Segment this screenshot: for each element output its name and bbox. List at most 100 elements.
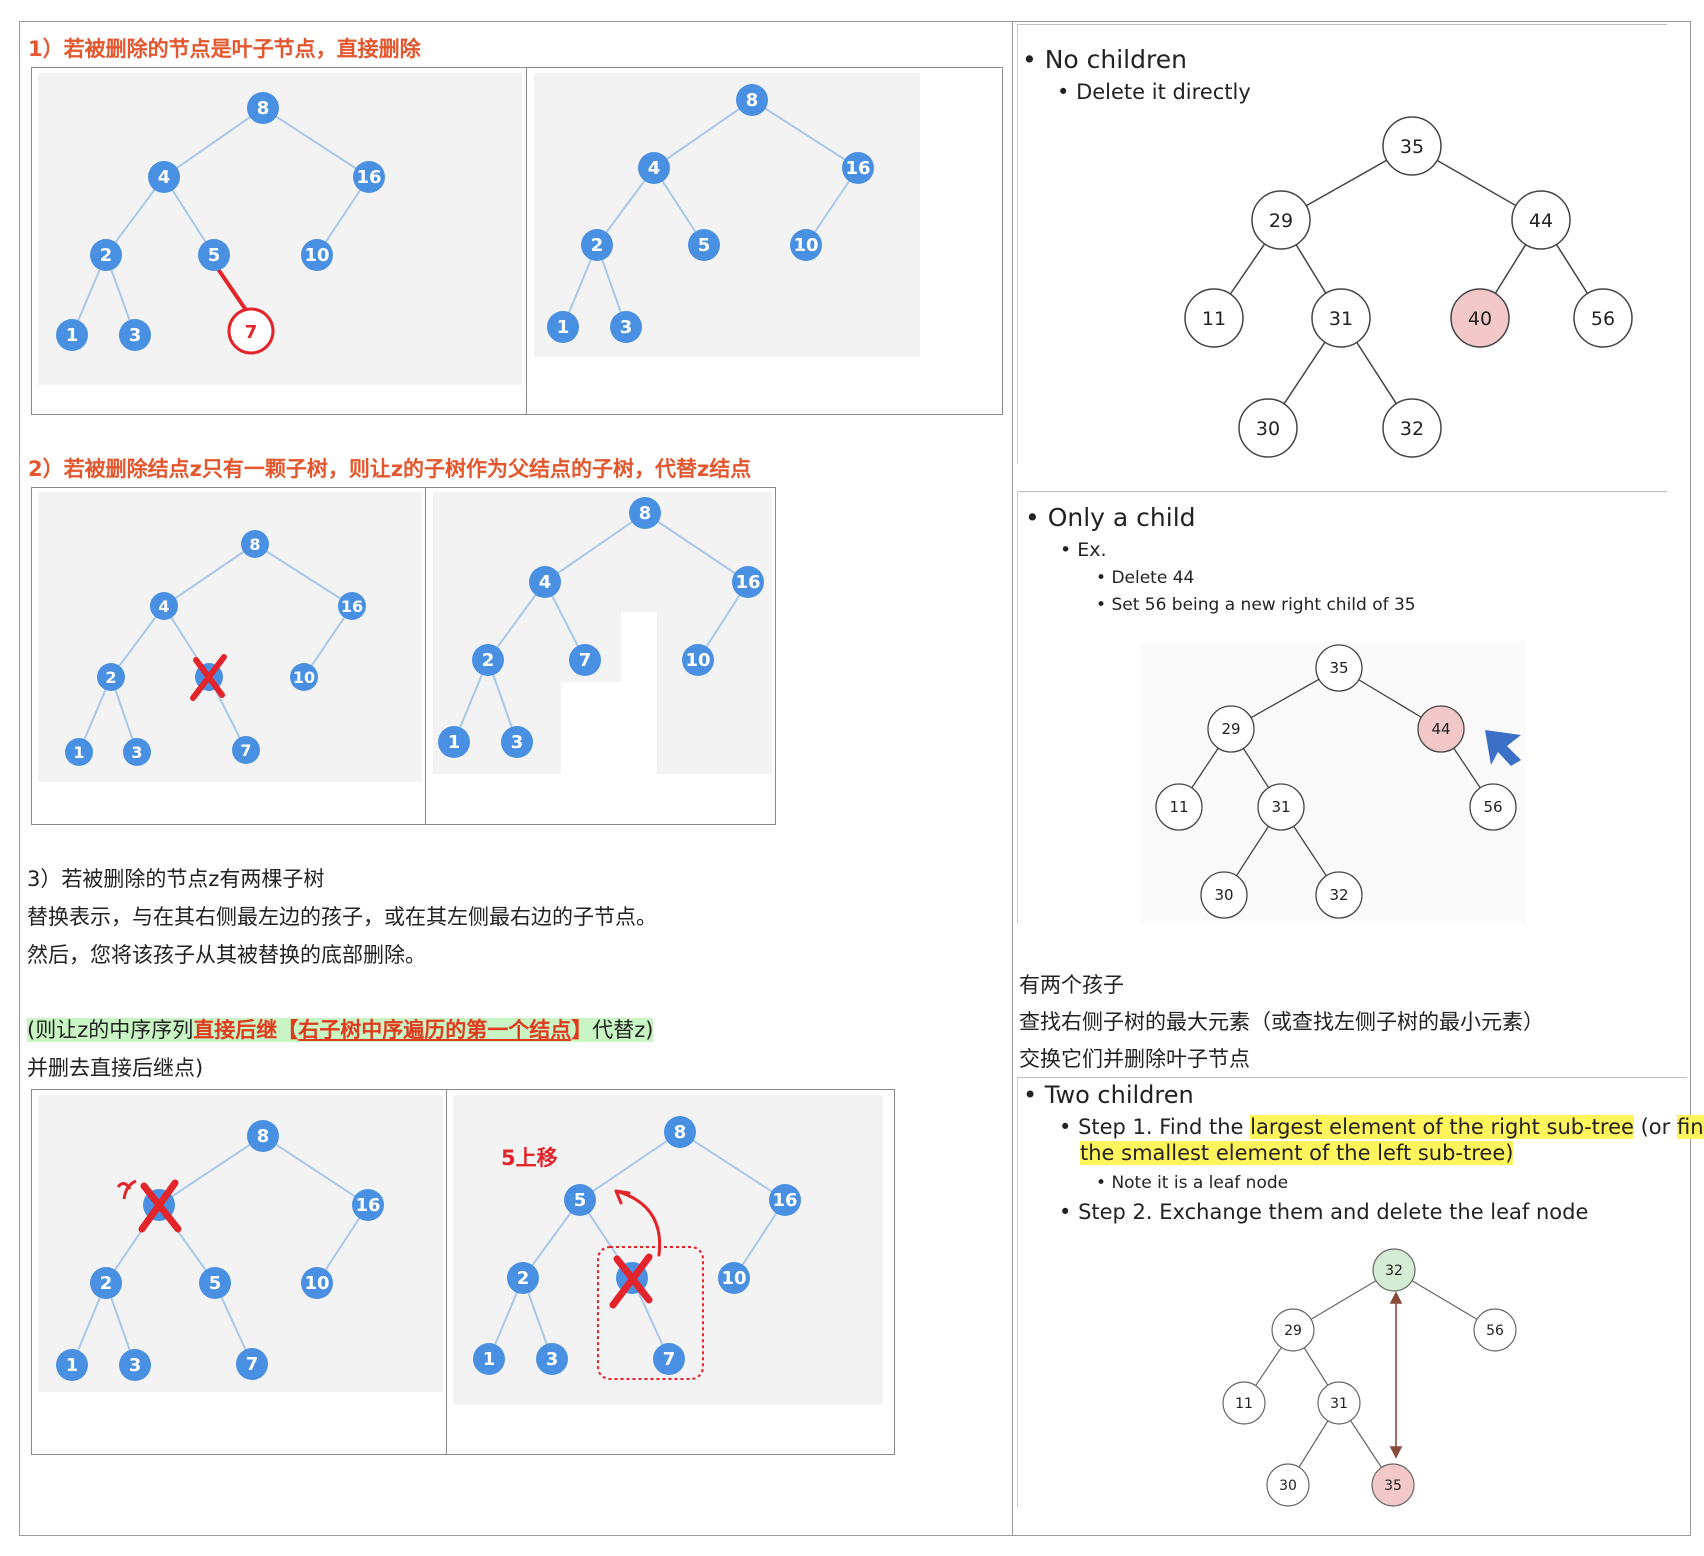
node-label: 2 (517, 1268, 530, 1289)
column-divider (1012, 21, 1013, 1535)
section1-heading: 1）若被删除的节点是叶子节点，直接删除 (28, 37, 421, 61)
node-label: 2 (482, 650, 495, 671)
node-label: 31 (1271, 798, 1290, 816)
node-label: 29 (1284, 1323, 1302, 1339)
node-label: 16 (845, 158, 870, 179)
node-8 (247, 92, 279, 124)
tree-node (338, 592, 366, 620)
node-label: 7 (579, 650, 592, 671)
tree-node (1184, 288, 1244, 348)
tree-2b-image: 8 4 16 2 7 10 1 3 (433, 492, 772, 774)
tree-node (688, 229, 720, 261)
tree-node (1315, 644, 1363, 692)
tree-node (241, 530, 269, 558)
tree-node (629, 497, 661, 529)
node-label: 7 (246, 1354, 259, 1375)
tree-3b-image: 5上移 8 5 16 2 10 1 3 7 (453, 1095, 883, 1405)
tree-edge (487, 581, 546, 661)
tree-3a-image: 8 16 2 5 10 1 3 7 (38, 1095, 443, 1392)
tree-edge (751, 99, 859, 169)
node-label: 44 (1529, 210, 1553, 232)
node-label: 3 (511, 732, 524, 753)
node-label: 10 (793, 235, 818, 256)
tree-node (1469, 783, 1517, 831)
node-label: 4 (648, 158, 661, 179)
tree-node (664, 1116, 696, 1148)
onechild-sub: • Ex. (1060, 539, 1107, 561)
node-label: 16 (355, 1195, 380, 1216)
tree-node (790, 229, 822, 261)
node-label: 1 (66, 1355, 79, 1376)
twochildren-bullet: • Two children (1023, 1081, 1194, 1109)
tree-node (581, 229, 613, 261)
tree-edge (254, 543, 353, 607)
tree-2b: 8 4 16 2 7 10 1 3 (438, 497, 764, 774)
pointer-arrow-icon (1485, 730, 1521, 766)
node-label: 2 (100, 1273, 113, 1294)
node-2 (90, 239, 122, 271)
node-label: 5 (209, 1273, 222, 1294)
node-label: 35 (1384, 1478, 1402, 1494)
tree-node (352, 1189, 384, 1221)
tree-edge (190, 654, 227, 701)
s3-line5: 并删去直接后继点) (27, 1056, 204, 1080)
tree-node (769, 1184, 801, 1216)
tree-edge (544, 512, 646, 583)
node-label: 40 (1468, 308, 1492, 330)
handwritten-4-mark (116, 1179, 137, 1200)
highlight-node-32 (1372, 1248, 1416, 1292)
node-5 (198, 239, 230, 271)
tree-edge (216, 267, 250, 315)
tree-node (65, 738, 93, 766)
step1-note: • Note it is a leaf node (1096, 1173, 1289, 1193)
node-label: 1 (483, 1349, 496, 1370)
node-label: 30 (1214, 886, 1233, 904)
s3-line4: (则让z的中序序列直接后继【右子树中序遍历的第一个结点】代替z) (27, 1014, 654, 1044)
node-label: 32 (1400, 418, 1424, 440)
deleted-node-7 (227, 307, 275, 355)
node-label: 4 (158, 597, 169, 616)
tree-node (1266, 1463, 1310, 1507)
tree-node (842, 152, 874, 184)
slide2-top-border (1017, 491, 1667, 492)
s3-line4-e: 代替z) (592, 1018, 654, 1042)
tree-node (236, 1348, 268, 1380)
node-label: 11 (1235, 1396, 1253, 1412)
node-label: 8 (746, 90, 759, 111)
node-label: 35 (1400, 136, 1424, 158)
slide1-left-border (1017, 24, 1018, 464)
node-label: 16 (772, 1190, 797, 1211)
node-label: 3 (129, 325, 142, 346)
node-label: 56 (1483, 798, 1502, 816)
node-label: 5 (574, 1190, 587, 1211)
node-label: 32 (1385, 1263, 1403, 1279)
node-label: 1 (66, 325, 79, 346)
section3-table (31, 1089, 895, 1455)
node-label: 11 (1202, 308, 1226, 330)
tree-node (1271, 1308, 1315, 1352)
tree-node (736, 84, 768, 116)
tree-node (301, 1267, 333, 1299)
node-label: 35 (1329, 659, 1348, 677)
node-label: 3 (620, 317, 633, 338)
node-label: 5 (698, 235, 711, 256)
tree-edge (163, 107, 264, 178)
node-label: 30 (1256, 418, 1280, 440)
node-label: 29 (1269, 210, 1293, 232)
move-up-arrow (614, 1189, 662, 1257)
tree-node (682, 644, 714, 676)
tree-node (472, 644, 504, 676)
cn-line1: 有两个孩子 (1019, 973, 1124, 997)
onechild-bullet: • Only a child (1025, 503, 1196, 532)
tree-edge (262, 1135, 369, 1206)
tree-node (507, 1262, 539, 1294)
tree-node (123, 738, 151, 766)
nochildren-sub: • Delete it directly (1057, 80, 1251, 104)
tree-edge (303, 605, 353, 678)
swap-arrow (1389, 1291, 1403, 1459)
tree-node (199, 1267, 231, 1299)
tree-2a-image: 8 4 16 2 10 1 3 7 (38, 492, 422, 782)
tree-node (1207, 705, 1255, 753)
highlight-node-35 (1371, 1463, 1415, 1507)
step2: • Step 2. Exchange them and delete the l… (1059, 1200, 1589, 1224)
